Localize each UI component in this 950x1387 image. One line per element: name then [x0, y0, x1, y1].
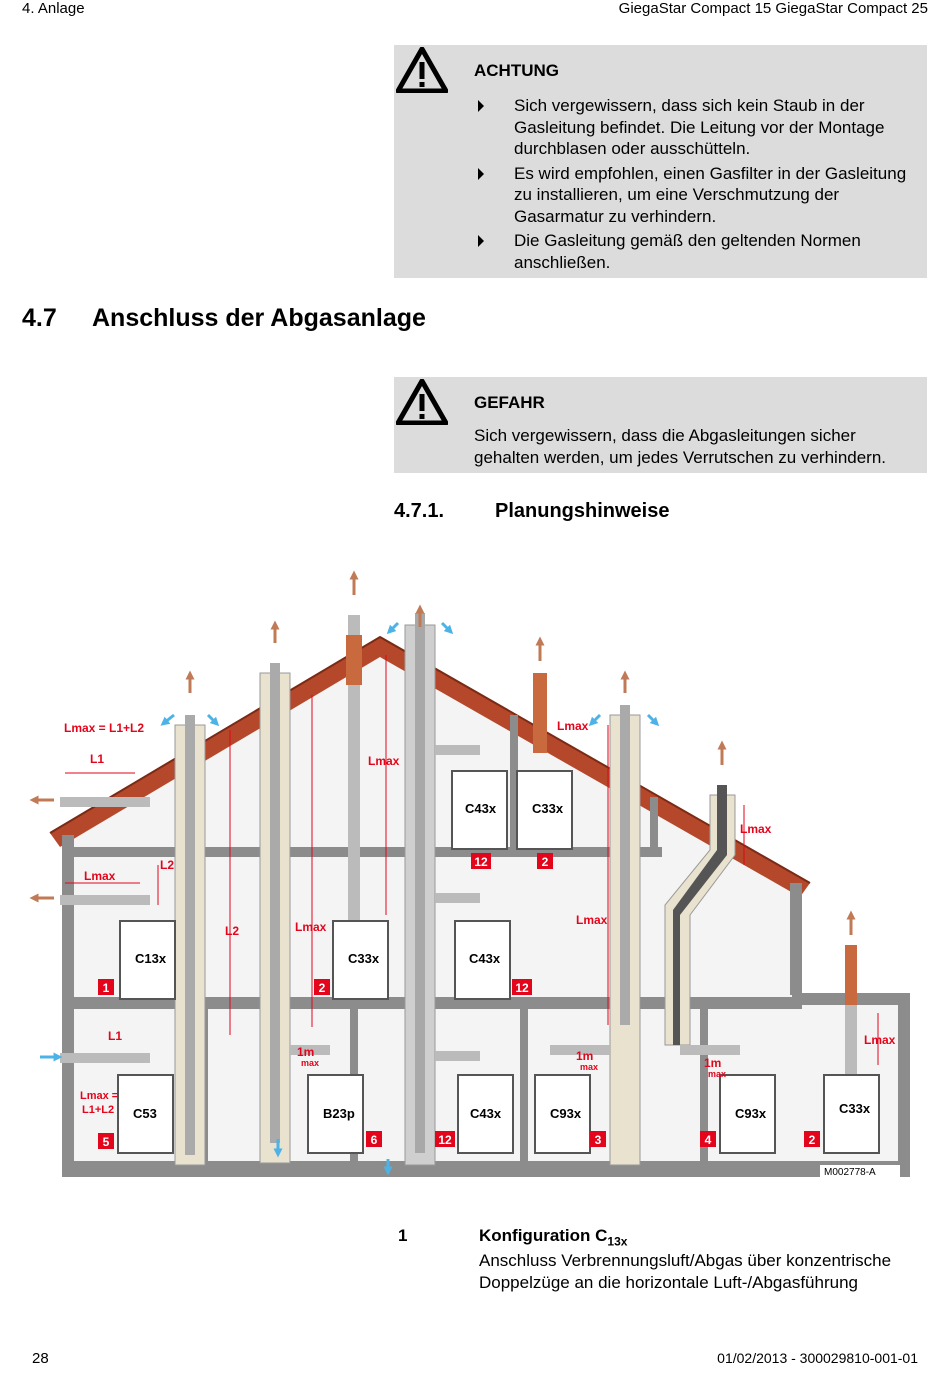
- lmax-label: Lmax: [295, 920, 327, 934]
- bullet-arrow-icon: [478, 100, 484, 112]
- config-number: 6: [371, 1133, 378, 1147]
- lmax-label: Lmax: [864, 1033, 896, 1047]
- boiler-label: C43x: [465, 801, 497, 816]
- legend-number: 1: [398, 1226, 408, 1245]
- boiler-label: C33x: [839, 1101, 871, 1116]
- lmax-label: Lmax: [368, 754, 400, 768]
- flue-installation-diagram: C13x C33x C43x C43x C33x C53 B23p C43x C…: [29, 570, 910, 1178]
- boiler-units: [117, 770, 880, 1154]
- legend-text: Anschluss Verbrennungsluft/Abgas über ko…: [479, 1251, 892, 1292]
- lmax-label: Lmax: [740, 822, 772, 836]
- config-number: 2: [809, 1133, 816, 1147]
- subsection-number: 4.7.1.: [394, 500, 445, 522]
- lmax-label: Lmax: [84, 869, 116, 883]
- one-m-label: 1m: [297, 1045, 314, 1059]
- l2-label: L2: [160, 858, 174, 872]
- page-number: 28: [32, 1350, 49, 1367]
- boiler-label: C13x: [135, 951, 167, 966]
- chapter-header: 4. Anlage: [22, 0, 85, 17]
- document-reference: 01/02/2013 - 300029810-001-01: [717, 1350, 918, 1366]
- boiler-label: C33x: [348, 951, 380, 966]
- section-title: Anschluss der Abgasanlage: [92, 304, 426, 332]
- config-number: 5: [103, 1135, 110, 1149]
- dimension-lines: [65, 655, 879, 1065]
- lmax-formula-label: L1+L2: [82, 1104, 114, 1116]
- max-label: max: [301, 1058, 319, 1068]
- config-number: 12: [474, 855, 488, 869]
- gefahr-text: Sich vergewissern, dass die Abgasleitung…: [474, 426, 887, 467]
- dimension-labels: Lmax = L1+L2 L1 L2 Lmax L2 Lmax Lmax Lma…: [64, 719, 896, 1116]
- lmax-label: Lmax: [576, 913, 608, 927]
- config-number: 1: [103, 981, 110, 995]
- warning-triangle-icon: [396, 47, 448, 93]
- lmax-formula-label: Lmax = L1+L2: [64, 721, 144, 735]
- config-number: 2: [319, 981, 326, 995]
- section-number: 4.7: [22, 304, 57, 332]
- achtung-notice: ACHTUNG Sich vergewissern, dass sich kei…: [394, 45, 927, 278]
- bullet-arrow-icon: [478, 167, 484, 180]
- gefahr-notice: GEFAHR Sich vergewissern, dass die Abgas…: [394, 377, 927, 473]
- boiler-label: C93x: [735, 1106, 767, 1121]
- config-number: 2: [542, 855, 549, 869]
- diagram-reference: M002778-A: [824, 1167, 876, 1178]
- list-item: Die Gasleitung gemäß den geltenden Norme…: [478, 230, 923, 273]
- warning-triangle-icon: [396, 379, 448, 425]
- config-badges: [98, 853, 820, 1149]
- gefahr-title: GEFAHR: [474, 393, 545, 412]
- lmax-formula-label: Lmax =: [80, 1090, 118, 1102]
- l2-label: L2: [225, 924, 239, 938]
- subsection-title: Planungshinweise: [495, 500, 670, 522]
- flow-arrows: [29, 570, 856, 1176]
- config-number: 12: [438, 1133, 452, 1147]
- flue-pipes: [60, 613, 857, 1166]
- achtung-list: Sich vergewissern, dass sich kein Staub …: [478, 95, 923, 276]
- legend-title: Konfiguration C13x: [479, 1226, 628, 1249]
- config-badge-labels: 1 2 12 2 12 5 6 12 3 4 2: [103, 855, 816, 1149]
- lmax-label: Lmax: [557, 719, 589, 733]
- boiler-label: C33x: [532, 801, 564, 816]
- l1-label: L1: [90, 752, 104, 766]
- achtung-title: ACHTUNG: [474, 61, 559, 80]
- l1-label: L1: [108, 1029, 122, 1043]
- one-m-label: 1m: [704, 1056, 721, 1070]
- boiler-labels: C13x C33x C43x C43x C33x C53 B23p C43x C…: [133, 801, 871, 1121]
- config-number: 12: [515, 981, 529, 995]
- boiler-label: C43x: [469, 951, 501, 966]
- list-item: Sich vergewissern, dass sich kein Staub …: [478, 95, 923, 160]
- boiler-label: C93x: [550, 1106, 582, 1121]
- boiler-label: B23p: [323, 1106, 355, 1121]
- boiler-label: C53: [133, 1106, 157, 1121]
- config-number: 4: [705, 1133, 712, 1147]
- boiler-label: C43x: [470, 1106, 502, 1121]
- max-label: max: [708, 1069, 726, 1079]
- bullet-arrow-icon: [478, 235, 484, 247]
- config-number: 3: [595, 1133, 602, 1147]
- list-item: Es wird empfohlen, einen Gasfilter in de…: [478, 163, 923, 228]
- product-header: GiegaStar Compact 15 GiegaStar Compact 2…: [618, 0, 928, 17]
- max-label: max: [580, 1062, 598, 1072]
- one-m-label: 1m: [576, 1049, 593, 1063]
